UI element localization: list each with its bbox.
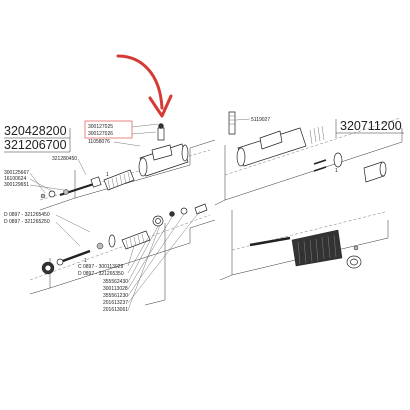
part-label: 355561230 — [103, 293, 128, 299]
assembly-code-right-group: 320711200 — [335, 119, 404, 138]
part-label: 5119027 — [251, 117, 270, 123]
lower-right-assembly — [219, 210, 389, 281]
part-label: 355562430 — [103, 279, 128, 285]
part-label: 16100624 — [4, 176, 26, 182]
upper-right-assembly — [214, 111, 403, 206]
upper-left-assembly — [39, 123, 216, 211]
lower-left-assembly — [29, 203, 216, 306]
part-label: 300125667 — [4, 170, 29, 176]
part-label: 321280450 — [52, 156, 77, 162]
part-label: C 0897 - 300113029 — [78, 264, 123, 270]
callout-number: 1 — [84, 258, 87, 264]
part-label: D 0897 - 321265250 — [4, 219, 50, 225]
part-label: D 0897 - 321265450 — [4, 212, 50, 218]
assembly-code-left-upper: 320428200 — [4, 124, 67, 138]
part-label: 11058076 — [88, 139, 110, 145]
red-arrow-icon — [116, 54, 173, 118]
callout-number: 1 — [335, 168, 338, 174]
callout-number: 1 — [106, 172, 109, 178]
assembly-code-left: 320428200 321206700 — [4, 124, 71, 153]
part-label: 201613237 — [103, 300, 128, 306]
part-label: 300127026 — [88, 131, 113, 137]
part-label: 300129651 — [4, 182, 29, 188]
part-label: 300113028 — [103, 286, 128, 292]
highlighted-part-box: 300127025 300127026 — [84, 120, 159, 139]
part-label: 300127025 — [88, 124, 113, 130]
assembly-code-right: 320711200 — [340, 119, 402, 133]
part-label: D 0897 - 321265350 — [78, 271, 124, 277]
part-label: 201613061 — [103, 307, 128, 313]
assembly-code-left-lower: 321206700 — [4, 138, 67, 152]
callout-number: 1 — [300, 252, 303, 258]
